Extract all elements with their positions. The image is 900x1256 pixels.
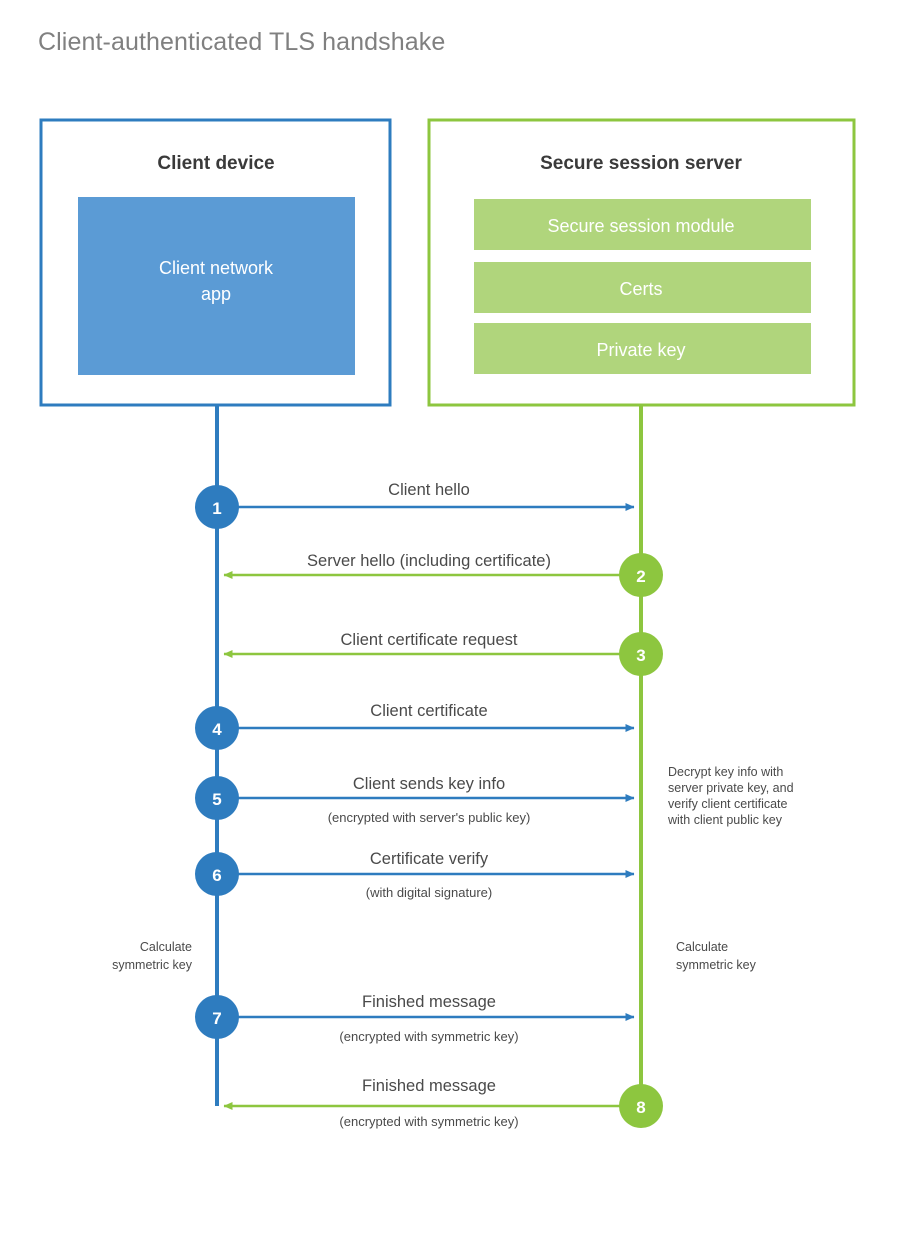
step-1-group: Client hello 1 [195, 481, 635, 529]
server-decrypt-note: Decrypt key info with server private key… [667, 765, 794, 827]
server-decrypt-note-line-2: server private key, and [668, 781, 794, 795]
step-8-badge [619, 1084, 663, 1128]
page-title: Client-authenticated TLS handshake [38, 28, 446, 56]
private-key-box [474, 323, 811, 374]
step-6-label: Certificate verify [370, 850, 489, 868]
secure-session-module-box [474, 199, 811, 250]
server-calculate-symmetric-key-note: Calculate symmetric key [676, 940, 757, 972]
client-network-app-label-line1: Client network [159, 258, 274, 278]
step-6-group: Certificate verify (with digital signatu… [195, 850, 635, 900]
step-2-badge [619, 553, 663, 597]
step-7-group: Finished message (encrypted with symmetr… [195, 993, 635, 1044]
step-6-number: 6 [212, 866, 221, 885]
client-network-app-label-line2: app [201, 284, 231, 304]
step-3-group: Client certificate request 3 [223, 631, 663, 676]
step-2-label: Server hello (including certificate) [307, 552, 551, 570]
step-3-label: Client certificate request [341, 631, 518, 649]
step-4-label: Client certificate [370, 702, 487, 720]
step-6-sublabel: (with digital signature) [366, 885, 492, 900]
step-3-number: 3 [636, 646, 645, 665]
step-4-group: Client certificate 4 [195, 702, 635, 750]
step-5-number: 5 [212, 790, 221, 809]
step-1-label: Client hello [388, 481, 470, 499]
certs-label: Certs [619, 279, 662, 299]
step-4-number: 4 [212, 720, 222, 739]
step-5-badge [195, 776, 239, 820]
step-4-badge [195, 706, 239, 750]
client-calc-note-line-2: symmetric key [112, 958, 193, 972]
client-device-node: Client device Client network app [39, 118, 392, 407]
step-1-badge [195, 485, 239, 529]
secure-session-module-label: Secure session module [547, 216, 734, 236]
step-3-badge [619, 632, 663, 676]
step-5-label: Client sends key info [353, 775, 505, 793]
step-7-badge [195, 995, 239, 1039]
step-1-number: 1 [212, 499, 221, 518]
client-calculate-symmetric-key-note: Calculate symmetric key [112, 940, 193, 972]
step-8-label: Finished message [362, 1077, 496, 1095]
step-5-group: Client sends key info (encrypted with se… [195, 775, 635, 825]
step-8-group: Finished message (encrypted with symmetr… [223, 1077, 663, 1129]
client-network-app-box [78, 197, 355, 375]
step-6-badge [195, 852, 239, 896]
step-7-number: 7 [212, 1009, 221, 1028]
private-key-label: Private key [596, 340, 685, 360]
secure-session-server-node: Secure session server Secure session mod… [427, 118, 856, 407]
server-calc-note-line-2: symmetric key [676, 958, 757, 972]
secure-session-server-title: Secure session server [540, 153, 742, 174]
step-2-number: 2 [636, 567, 645, 586]
step-7-sublabel: (encrypted with symmetric key) [339, 1029, 518, 1044]
server-decrypt-note-line-1: Decrypt key info with [668, 765, 783, 779]
step-8-number: 8 [636, 1098, 645, 1117]
step-2-group: Server hello (including certificate) 2 [223, 552, 663, 597]
step-5-sublabel: (encrypted with server's public key) [328, 810, 531, 825]
step-7-label: Finished message [362, 993, 496, 1011]
client-device-title: Client device [157, 153, 274, 174]
server-decrypt-note-line-4: with client public key [667, 813, 783, 827]
client-calc-note-line-1: Calculate [140, 940, 192, 954]
certs-box [474, 262, 811, 313]
server-decrypt-note-line-3: verify client certificate [668, 797, 788, 811]
server-calc-note-line-1: Calculate [676, 940, 728, 954]
step-8-sublabel: (encrypted with symmetric key) [339, 1114, 518, 1129]
